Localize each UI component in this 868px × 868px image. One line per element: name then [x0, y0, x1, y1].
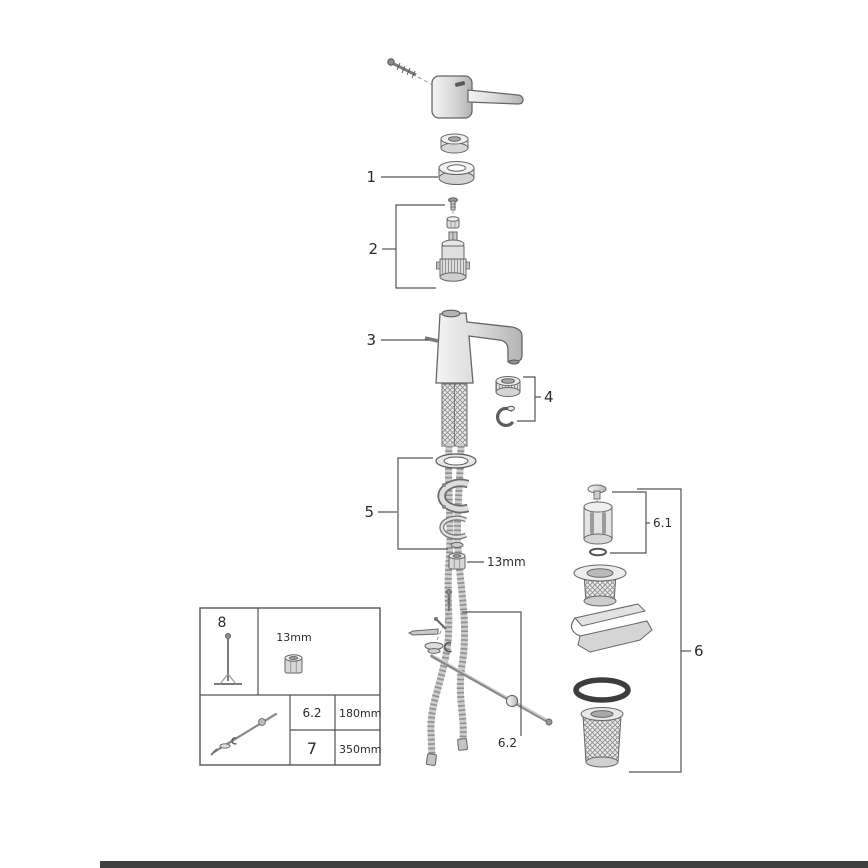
lift-rod-icon: [214, 633, 242, 685]
callout-labels: 1 2 3 4 5 13mm 6 6.1 6.2: [364, 168, 703, 750]
cap-ring-icon: [440, 133, 469, 154]
table-row-2-length: 350mm: [339, 743, 381, 756]
handle-body: [431, 75, 473, 119]
callout-6-2: 6.2: [498, 736, 517, 750]
tailpiece-icon: [580, 707, 624, 768]
hose-connector-icon: [457, 738, 468, 751]
handle-lever: [467, 89, 524, 105]
callout-5: 5: [364, 503, 374, 521]
cartridge-screw-icon: [448, 197, 458, 211]
table-part-8-label: 8: [218, 615, 227, 631]
mounting-hardware: [435, 453, 477, 570]
popup-rod-assembly: [407, 589, 553, 726]
mounting-bracket-icon: [437, 478, 470, 514]
pivot-rod-icon: [430, 654, 553, 726]
o-ring-seal-icon: [573, 677, 631, 703]
table-nut-icon: [284, 654, 303, 674]
faucet-body-group: [424, 309, 523, 447]
table-nut-size-label: 13mm: [276, 631, 311, 644]
drain-clamp-icon: [570, 603, 653, 653]
aerator-parts: [495, 376, 521, 427]
callout-2: 2: [368, 240, 378, 258]
cartridge-icon: [436, 231, 470, 282]
callout-6-1: 6.1: [653, 516, 672, 530]
sleeve-ring-icon: [589, 547, 607, 557]
threaded-shank: [441, 383, 468, 447]
escutcheon-caps: [438, 133, 475, 185]
nut-size-label: 13mm: [487, 555, 526, 569]
base-gasket-icon: [435, 453, 477, 469]
table-rod-icon: [210, 712, 278, 756]
hose-connector-icon: [425, 753, 437, 766]
handle-screw-icon: [387, 58, 417, 79]
flow-clip-icon: [495, 405, 515, 427]
table-row-1-length: 180mm: [339, 707, 381, 720]
mounting-nut-icon: [448, 552, 466, 570]
assembly-axis-line: [417, 76, 434, 86]
tiny-screw-icon: [446, 589, 452, 611]
cartridge-opening: [441, 309, 461, 318]
popup-knob-icon: [587, 484, 607, 500]
cartridge-nut-icon: [446, 216, 460, 229]
aerator-icon: [495, 376, 521, 397]
spout-outlet: [508, 359, 520, 365]
footer-bar: [100, 861, 868, 868]
slotted-sleeve-icon: [583, 501, 613, 545]
table-row-2-part: 7: [307, 739, 317, 758]
callout-1: 1: [366, 168, 376, 186]
handle-slot: [454, 81, 466, 87]
temp-limiter-pin: [424, 336, 439, 343]
small-washer-icon: [450, 542, 464, 548]
supply-hose-right: [453, 442, 469, 751]
escutcheon-ring-icon: [438, 161, 475, 185]
drain-flange-icon: [573, 564, 627, 607]
cartridge-assembly: [436, 197, 470, 282]
pivot-parts-icon: [407, 617, 452, 654]
callout-6: 6: [694, 642, 704, 660]
drain-assembly: [570, 484, 653, 768]
callout-lines: [378, 176, 691, 773]
parts-table: 8 13mm 6.2 180mm 7 350mm: [199, 607, 381, 766]
callout-3: 3: [366, 331, 376, 349]
table-row-1-part: 6.2: [302, 706, 321, 720]
horseshoe-washer-icon: [439, 515, 468, 540]
handle-assembly: [387, 58, 524, 119]
callout-4: 4: [544, 388, 554, 406]
